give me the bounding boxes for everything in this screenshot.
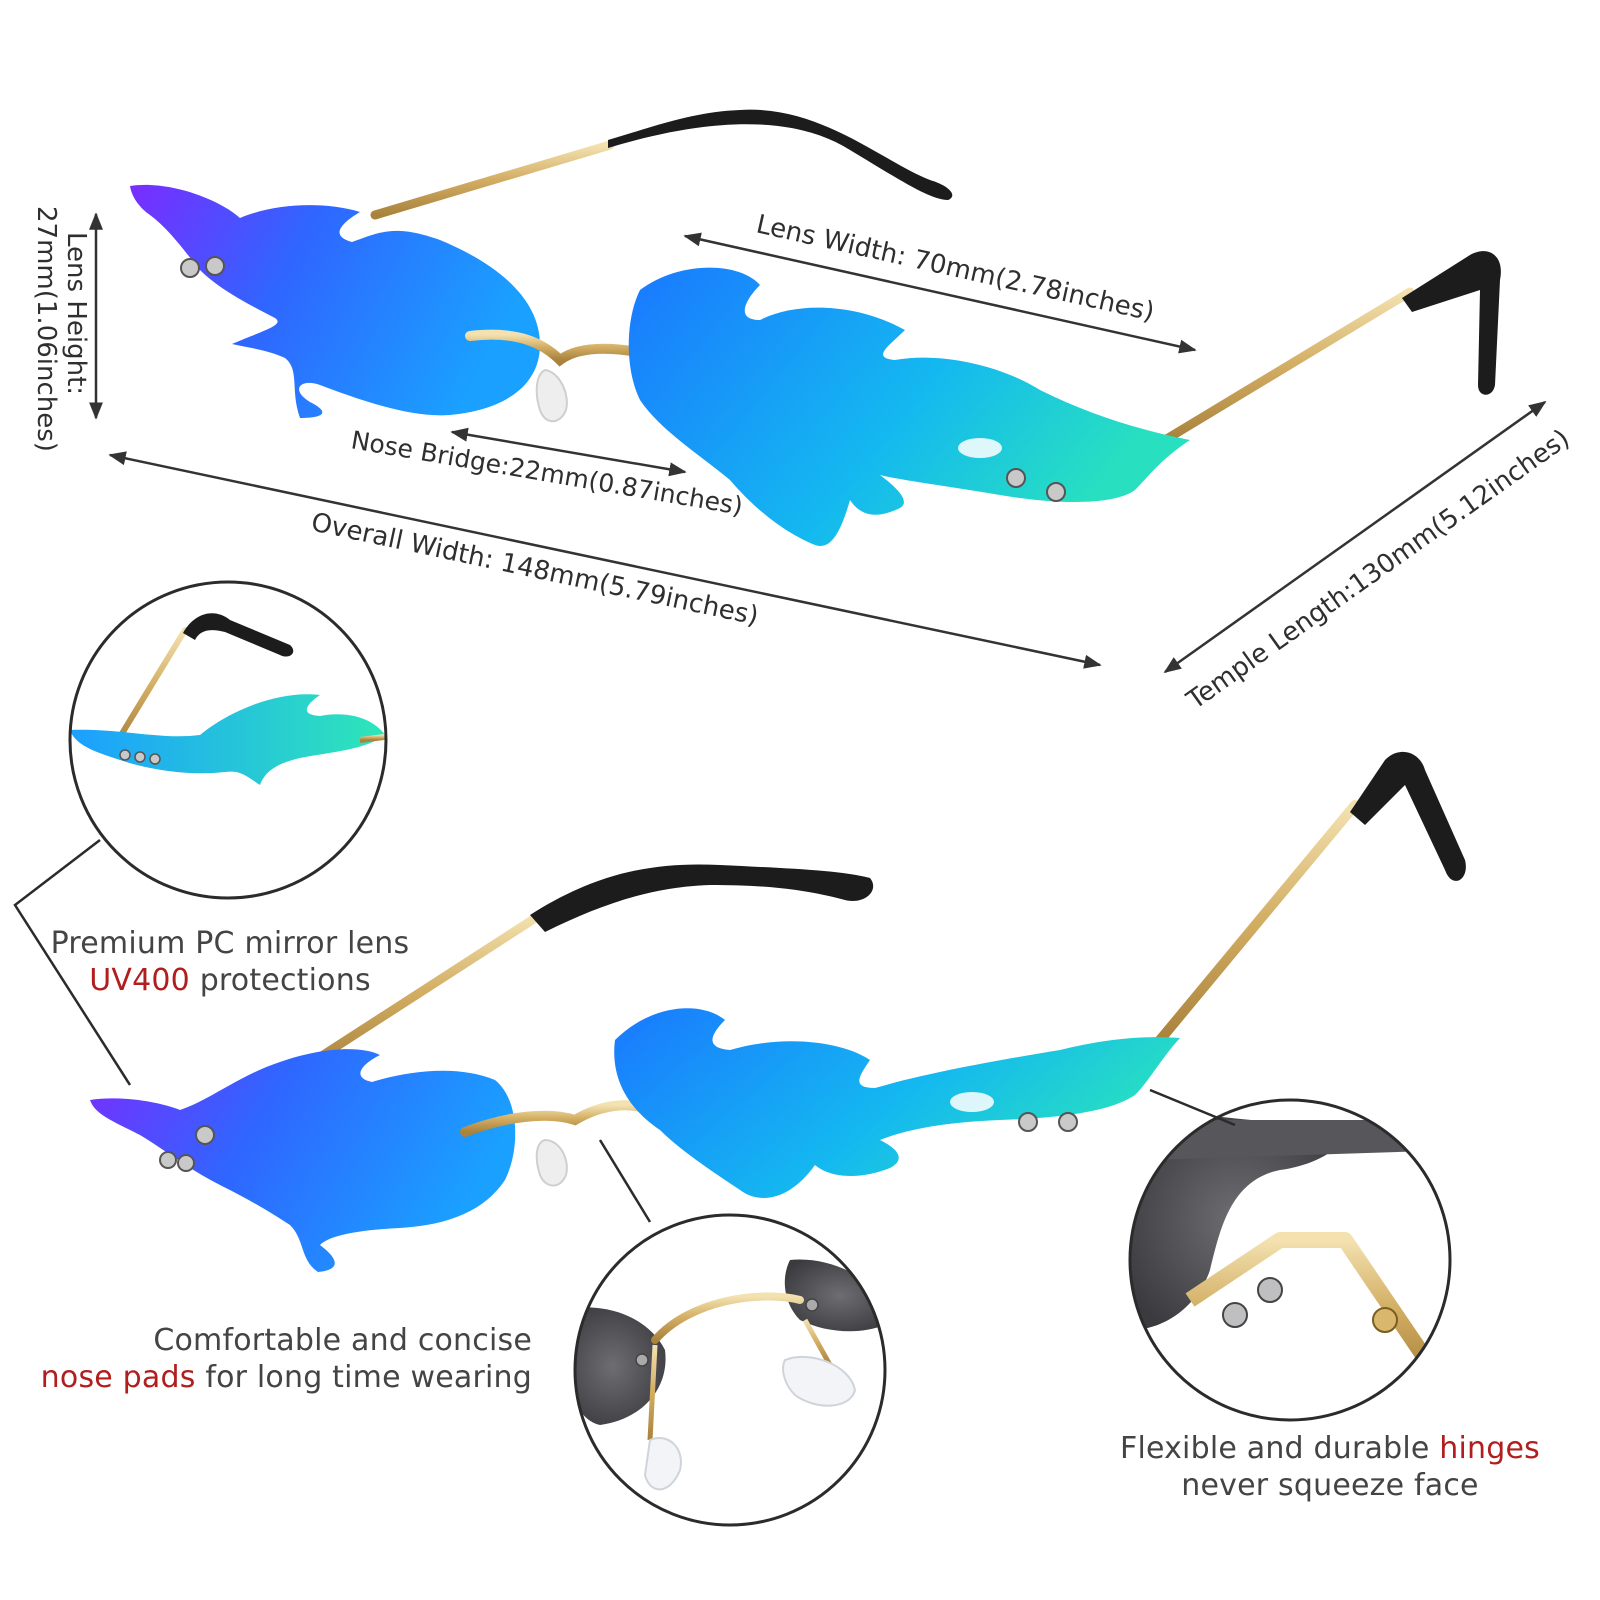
hinges-feature-line1-prefix: Flexible and durable	[1119, 1431, 1440, 1466]
lens-feature-line1: Premium PC mirror lens	[50, 926, 410, 961]
nose-pads-feature-line1: Comfortable and concise	[153, 1323, 532, 1358]
dimension-lines	[89, 212, 1547, 674]
lens-height-label-2: 27mm(1.06inches)	[31, 206, 61, 452]
nose-pads-callout-line	[598, 1139, 652, 1223]
hinges-callout-line	[1149, 1088, 1236, 1127]
nose-pads-feature-line2: nose pads for long time wearing	[40, 1359, 532, 1396]
overall-width-arrow	[108, 451, 1102, 669]
lens-callout-line	[13, 839, 132, 1086]
nose-pads-detail-circle	[573, 1213, 887, 1527]
lens-width-arrow	[683, 232, 1197, 354]
temple-length-label: Temple Length:130mm(5.12inches)	[1181, 424, 1576, 716]
hinges-feature-text: Flexible and durable hinges never squeez…	[1110, 1430, 1550, 1504]
nose-pads-feature-text: Comfortable and concise nose pads for lo…	[40, 1322, 532, 1396]
right-flame-lens	[614, 1008, 1180, 1198]
temple-length-arrow	[1163, 400, 1547, 674]
overall-width-label: Overall Width: 148mm(5.79inches)	[309, 508, 761, 632]
lens-feature-line2: UV400 protections	[50, 962, 410, 999]
hinges-highlight: hinges	[1439, 1431, 1540, 1466]
top-sunglasses-image	[130, 109, 1501, 546]
bottom-sunglasses-image	[90, 751, 1466, 1272]
left-flame-lens	[130, 184, 540, 418]
nose-pads-highlight: nose pads	[40, 1360, 196, 1395]
hinges-feature-line1: Flexible and durable hinges	[1110, 1430, 1550, 1467]
hinges-detail-circle	[1128, 1098, 1452, 1422]
nose-pads-feature-line2-rest: for long time wearing	[195, 1360, 532, 1395]
lens-height-label-1: Lens Height:	[61, 232, 91, 395]
lens-feature-text: Premium PC mirror lens UV400 protections	[50, 925, 410, 999]
lens-detail-circle	[68, 580, 388, 900]
left-flame-lens	[90, 1049, 516, 1272]
hinges-feature-line2: never squeeze face	[1181, 1468, 1479, 1503]
uv400-highlight: UV400	[89, 963, 190, 998]
lens-feature-line2-rest: protections	[189, 963, 371, 998]
